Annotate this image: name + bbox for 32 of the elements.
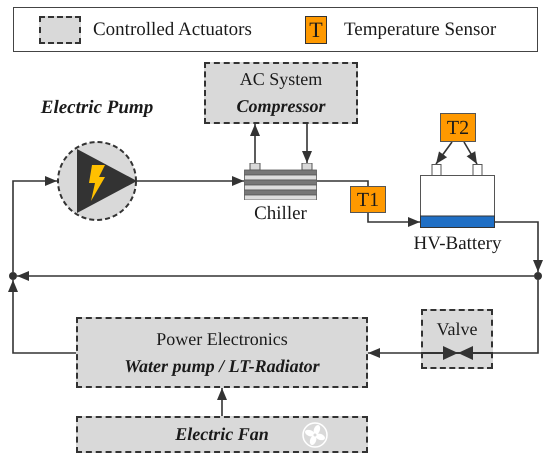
actuator-box [76, 317, 368, 388]
arrow [302, 124, 312, 163]
arrow [137, 176, 244, 186]
arrow [463, 142, 478, 164]
box-title: Electric Fan [175, 424, 269, 445]
arrow [250, 124, 260, 163]
legend-text: Controlled Actuators [93, 19, 252, 41]
actuator-box [421, 309, 493, 369]
legend-text: Temperature Sensor [344, 19, 496, 41]
arrow [17, 271, 534, 281]
component-label: Chiller [254, 203, 307, 225]
temperature-sensor: T1 [350, 186, 386, 213]
connector-line [493, 280, 539, 354]
box-subtitle: Water pump / LT-Radiator [124, 356, 320, 376]
sensor-swatch: T [305, 16, 327, 44]
arrow [495, 221, 543, 272]
box-title: Valve [436, 319, 478, 340]
pump-label: Electric Pump [40, 97, 154, 119]
arrow [435, 142, 453, 164]
arrow [8, 280, 76, 354]
box-subtitle: Compressor [236, 96, 326, 117]
actuator-box [204, 62, 358, 124]
actuator-box [76, 416, 368, 453]
arrow [367, 213, 420, 227]
box-title: Power Electronics [156, 328, 288, 350]
component-label: HV-Battery [414, 233, 502, 255]
connector-line [317, 180, 369, 186]
arrow [12, 176, 57, 272]
arrow [368, 348, 421, 358]
arrow [217, 388, 227, 416]
temperature-sensor: T2 [440, 113, 476, 142]
box-title: AC System [240, 69, 322, 90]
